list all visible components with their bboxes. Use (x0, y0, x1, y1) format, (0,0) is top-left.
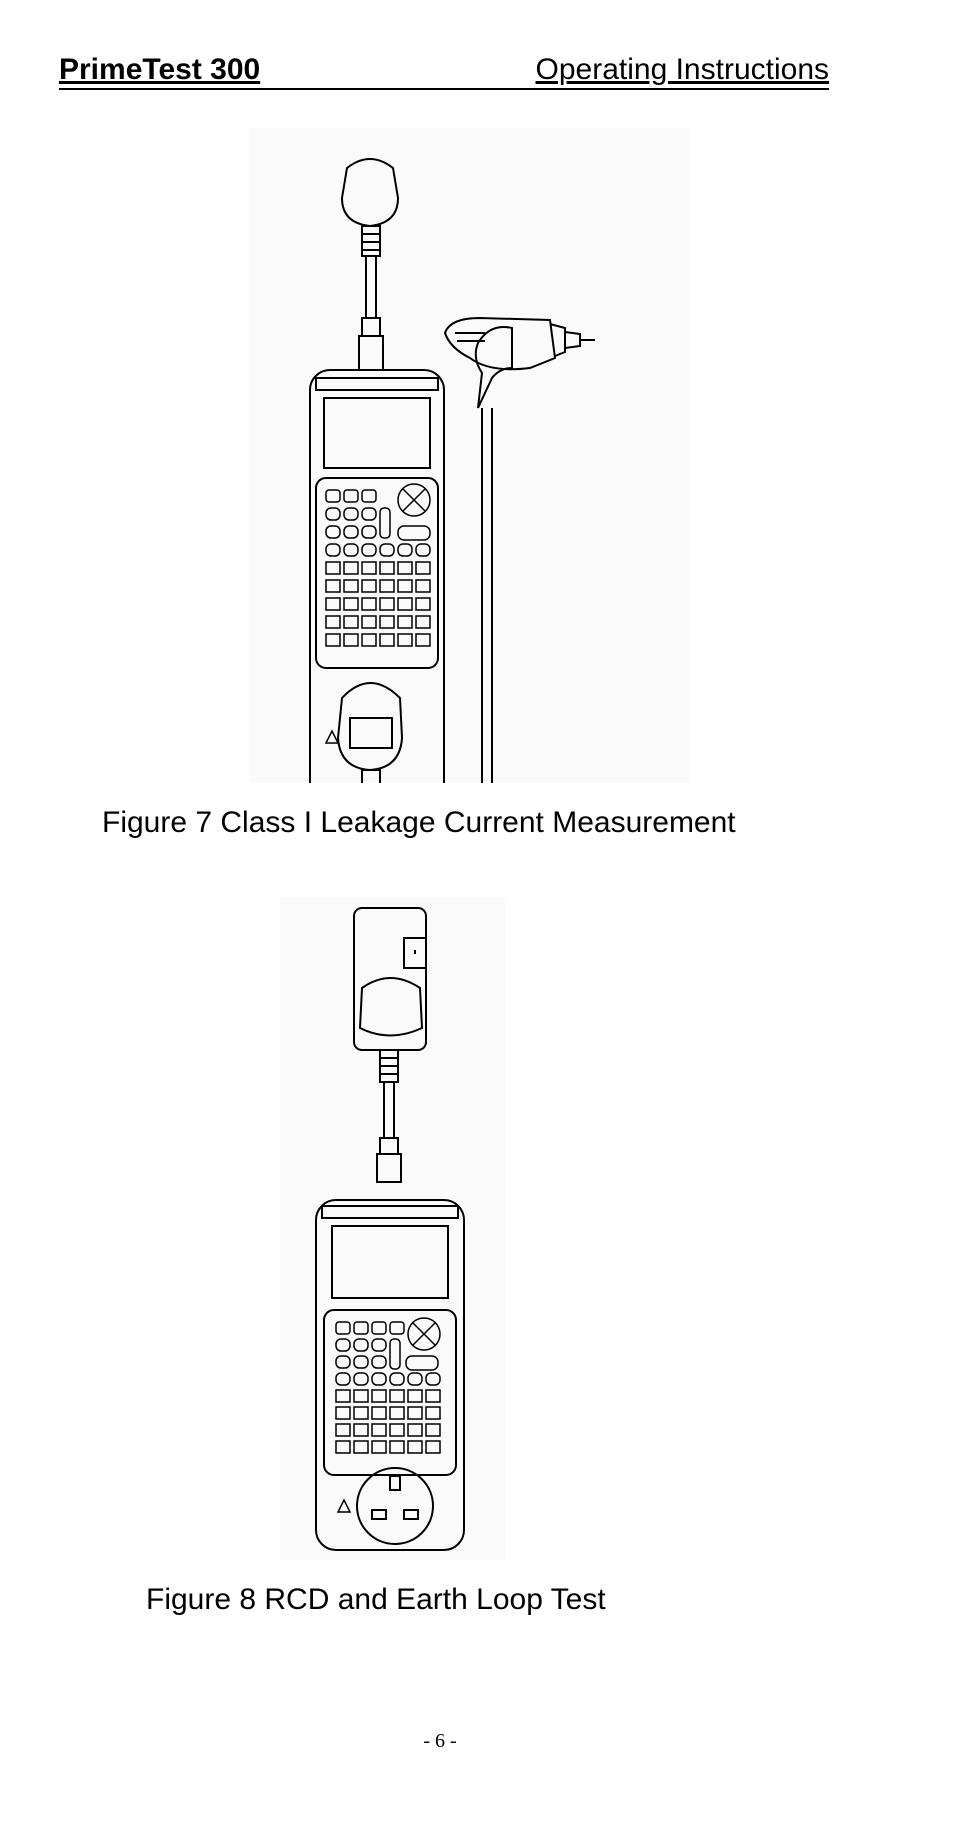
header-document-type: Operating Instructions (535, 53, 829, 86)
tester-with-rcd-adapter-drawing (280, 898, 505, 1560)
page-header: PrimeTest 300 Operating Instructions (59, 52, 829, 90)
tester-body (315, 1199, 465, 1551)
page-number: - 6 - (423, 1730, 457, 1752)
socket-plug-icon (336, 682, 404, 772)
mains-socket-icon (356, 1467, 434, 1545)
tester-display (323, 397, 431, 469)
header-product-name: PrimeTest 300 (59, 53, 261, 86)
tester-display (331, 1225, 449, 1299)
mains-plug-icon (340, 158, 400, 228)
tester-body (309, 369, 445, 783)
figure-8-illustration (280, 898, 505, 1560)
drill-handle (474, 326, 513, 409)
figure-7-illustration (250, 128, 690, 783)
power-drill-icon (443, 316, 557, 371)
tester-with-drill-drawing (250, 128, 690, 783)
figure-7-caption: Figure 7 Class I Leakage Current Measure… (102, 806, 736, 839)
figure-8-caption: Figure 8 RCD and Earth Loop Test (146, 1583, 606, 1616)
